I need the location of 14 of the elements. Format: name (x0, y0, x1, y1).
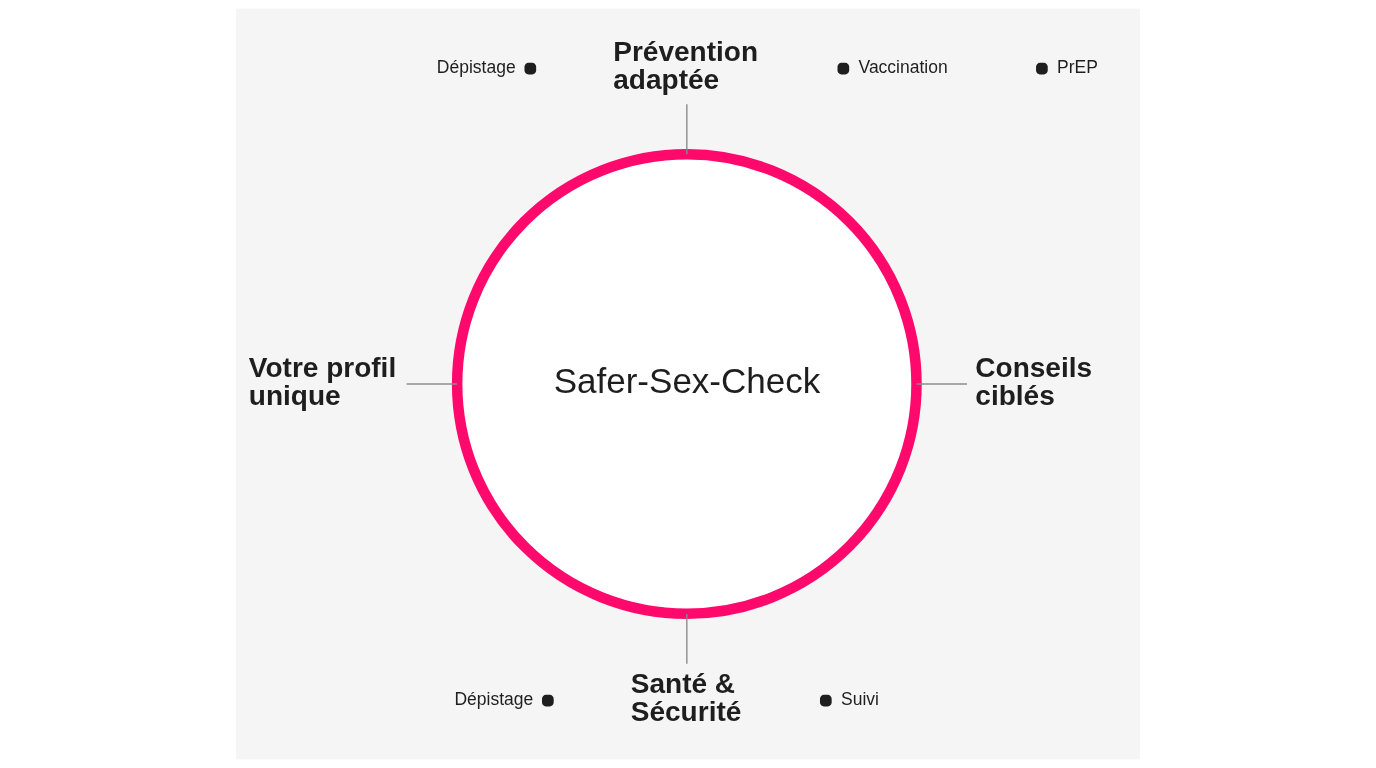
node-text: Santé & Sécurité (630, 668, 742, 728)
connector (686, 613, 688, 665)
connector (915, 383, 968, 385)
connector (405, 383, 458, 385)
node-text: Conseils ciblés (975, 352, 1093, 412)
node-text: Votre profil unique (248, 352, 397, 412)
label: Dépistage (454, 688, 534, 709)
node-circle: Safer-Sex-Check (451, 149, 922, 619)
connector (686, 103, 688, 156)
label: Vaccination (858, 56, 948, 77)
label: Suivi (841, 688, 879, 709)
label: Dépistage (436, 56, 516, 77)
label: PrEP (1057, 56, 1098, 77)
node-text: Prévention adaptée (613, 36, 759, 96)
